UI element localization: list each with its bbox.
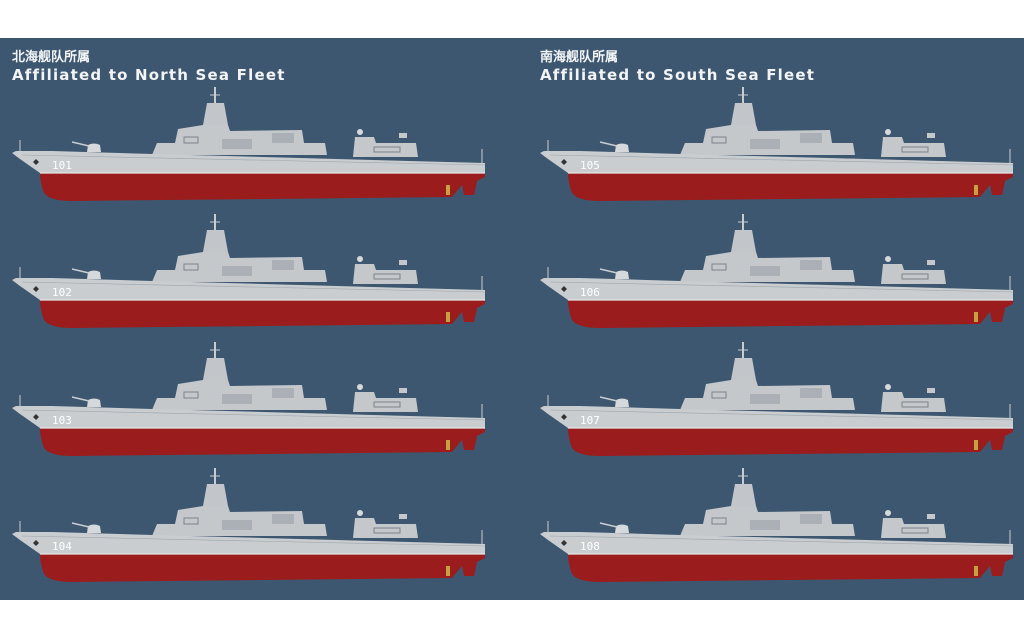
destroyer-illustration: 103 xyxy=(12,340,488,460)
ship-icon: 101 xyxy=(12,86,486,202)
hull-number: 104 xyxy=(52,540,72,553)
destroyer-illustration: 102 xyxy=(12,212,488,332)
north-fleet-title-zh: 北海舰队所属 xyxy=(12,50,91,65)
destroyer-illustration: 107 xyxy=(540,340,1016,460)
ship-icon: 102 xyxy=(12,213,486,329)
ship-icon: 103 xyxy=(12,341,486,457)
ship-icon: 105 xyxy=(540,86,1014,202)
ship-icon: 108 xyxy=(540,467,1014,583)
destroyer-illustration: 108 xyxy=(540,466,1016,586)
hull-number: 107 xyxy=(580,414,600,427)
north-fleet-title-en: Affiliated to North Sea Fleet xyxy=(12,66,286,84)
ship-icon: 107 xyxy=(540,341,1014,457)
hull-number: 105 xyxy=(580,159,600,172)
hull-number: 101 xyxy=(52,159,72,172)
hull-number: 102 xyxy=(52,286,72,299)
destroyer-illustration: 104 xyxy=(12,466,488,586)
north-fleet-title: 北海舰队所属 Affiliated to North Sea Fleet xyxy=(12,46,286,84)
south-fleet-title-zh: 南海舰队所属 xyxy=(540,50,619,65)
south-fleet-title: 南海舰队所属 Affiliated to South Sea Fleet xyxy=(540,46,815,84)
south-fleet-title-en: Affiliated to South Sea Fleet xyxy=(540,66,816,84)
destroyer-illustration: 101 xyxy=(12,85,488,205)
hull-number: 108 xyxy=(580,540,600,553)
ship-icon: 104 xyxy=(12,467,486,583)
destroyer-illustration: 105 xyxy=(540,85,1016,205)
ship-icon: 106 xyxy=(540,213,1014,329)
hull-number: 103 xyxy=(52,414,72,427)
destroyer-illustration: 106 xyxy=(540,212,1016,332)
hull-number: 106 xyxy=(580,286,600,299)
